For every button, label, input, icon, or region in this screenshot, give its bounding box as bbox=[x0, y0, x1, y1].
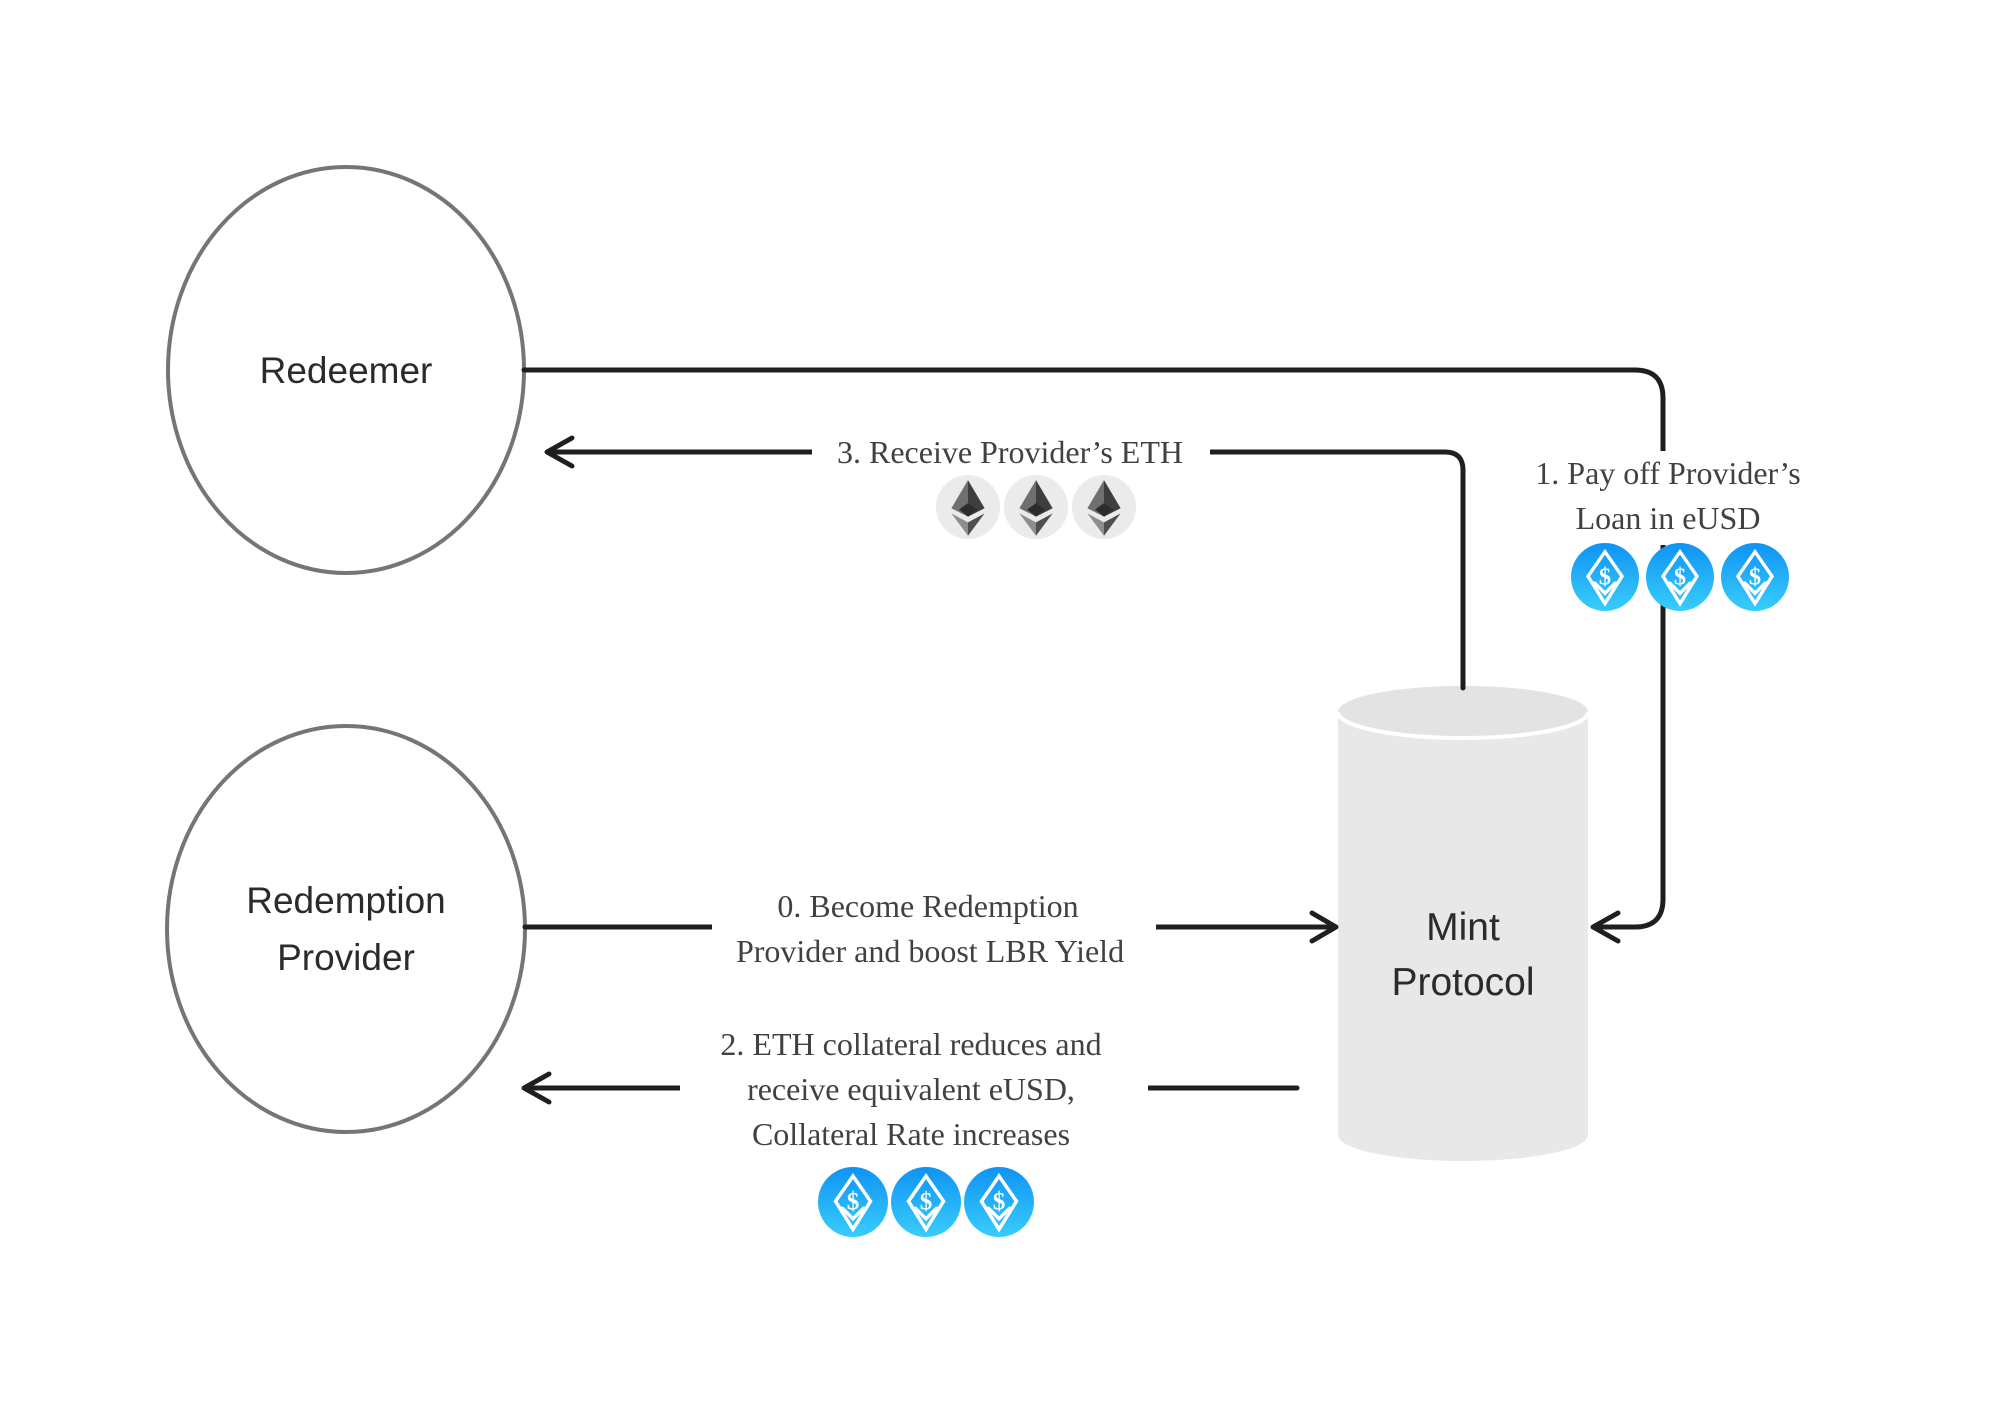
flow-2-label-line1: 2. ETH collateral reduces and bbox=[720, 1026, 1101, 1062]
ethereum-coin-icon bbox=[1072, 475, 1136, 539]
eusd-coin-icon bbox=[1644, 541, 1716, 613]
cylinder-body bbox=[1338, 686, 1588, 1161]
flow-1-label-line1: 1. Pay off Provider’s bbox=[1535, 455, 1800, 491]
arrowhead-left-icon bbox=[521, 1071, 552, 1105]
redemption-provider-label-line1: Redemption bbox=[246, 880, 446, 921]
mint-protocol-label-line1: Mint bbox=[1426, 906, 1500, 949]
arrowhead-right-icon bbox=[1309, 910, 1339, 944]
cylinder-top bbox=[1338, 686, 1588, 738]
mint-protocol-label-line2: Protocol bbox=[1391, 961, 1534, 1004]
arrowhead-left-icon bbox=[1590, 910, 1621, 944]
eusd-coin-icon bbox=[889, 1165, 963, 1239]
label-backdrop bbox=[712, 884, 1156, 968]
mint-protocol-cylinder bbox=[1336, 686, 1590, 1161]
flow-3-label: 3. Receive Provider’s ETH bbox=[837, 434, 1183, 470]
eusd-coin-icon bbox=[1569, 541, 1641, 613]
cylinder-rim bbox=[1336, 711, 1590, 740]
flow-3-arrow bbox=[544, 435, 1466, 691]
flow-1-label-line2: Loan in eUSD bbox=[1576, 500, 1761, 536]
label-backdrop bbox=[680, 1021, 1148, 1157]
ethereum-coin-icon bbox=[936, 475, 1000, 539]
flow-2-label-line3: Collateral Rate increases bbox=[752, 1116, 1070, 1152]
flow-0-label-line1: 0. Become Redemption bbox=[777, 888, 1078, 924]
flow-3-line bbox=[545, 449, 1466, 691]
ethereum-coin-icon bbox=[1004, 475, 1068, 539]
flow-2-label-line2: receive equivalent eUSD, bbox=[747, 1071, 1075, 1107]
label-backdrop bbox=[812, 429, 1210, 475]
flow-1-arrow bbox=[521, 367, 1666, 944]
flow-0-label-line2: Provider and boost LBR Yield bbox=[736, 933, 1124, 969]
redemption-provider-label-line2: Provider bbox=[277, 937, 415, 978]
label-backdrop bbox=[1504, 451, 1834, 545]
redeemer-label: Redeemer bbox=[260, 350, 433, 391]
arrowhead-left-icon bbox=[544, 435, 575, 469]
eusd-coin-icon bbox=[1719, 541, 1791, 613]
eusd-coin-icon bbox=[816, 1165, 890, 1239]
eusd-coin-icon bbox=[962, 1165, 1036, 1239]
redemption-provider-node-circle bbox=[165, 724, 527, 1134]
flow-1-line bbox=[521, 367, 1666, 930]
